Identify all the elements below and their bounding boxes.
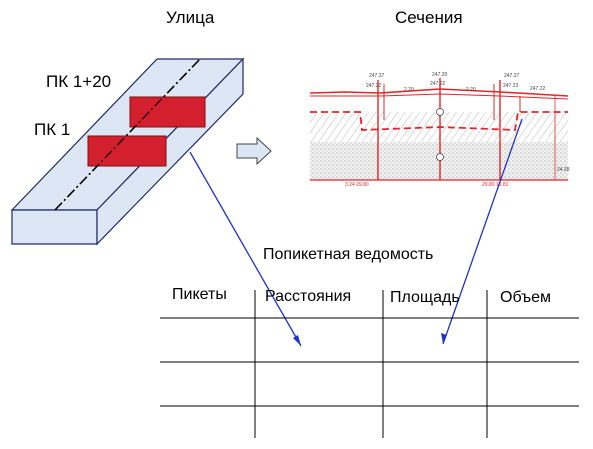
table-header-volume: Объем [500, 289, 551, 306]
elev-top-left: 247.37 [369, 73, 385, 79]
slope-right: 2.20 [466, 87, 476, 93]
title-statement: Попикетная ведомость [263, 246, 434, 263]
block-arrow-icon [236, 136, 272, 166]
right-mark: 24.28 [557, 167, 570, 173]
elev-mid-3: 247.23 [503, 83, 519, 89]
pointer-arrows [189, 118, 523, 347]
bottom-label-left: 3.24 29.80 [345, 182, 369, 188]
table-header-area: Площадь [390, 289, 460, 306]
statement-table-grid [160, 290, 579, 438]
picket-plane-pk1-20 [129, 96, 206, 128]
arrowhead-section [441, 333, 447, 344]
section-drawing: 247.37 247.20 247.37 247.22 247.22 247.2… [309, 72, 570, 188]
arrowhead-street [293, 335, 301, 346]
arrow-street-to-table [189, 151, 302, 347]
label-pk-1: ПК 1 [34, 120, 71, 139]
picket-plane-pk1 [87, 135, 167, 167]
utility-marker-2 [436, 153, 444, 161]
elev-top-center: 247.20 [432, 72, 448, 78]
soil-hatch-lower [310, 142, 568, 180]
label-pk-1-20: ПК 1+20 [46, 72, 112, 91]
table-header-pickets: Пикеты [172, 286, 227, 303]
bottom-label-right: 29.80 19.81 [482, 182, 509, 188]
road-surface [310, 93, 569, 100]
elev-mid-4: 247.22 [530, 86, 546, 92]
title-street: Улица [166, 8, 215, 27]
elev-top-right: 247.37 [504, 73, 520, 79]
utility-marker-1 [436, 108, 444, 116]
slope-left: 2.20 [404, 87, 414, 93]
table-header-distances: Расстояния [265, 288, 352, 305]
elev-mid-1: 247.22 [366, 83, 382, 89]
title-sections: Сечения [395, 8, 463, 27]
road-centerline-overlay [54, 58, 201, 211]
arrow-section-to-table [442, 118, 523, 345]
road-front-face [11, 209, 98, 245]
elev-mid-2: 247.22 [430, 81, 446, 87]
